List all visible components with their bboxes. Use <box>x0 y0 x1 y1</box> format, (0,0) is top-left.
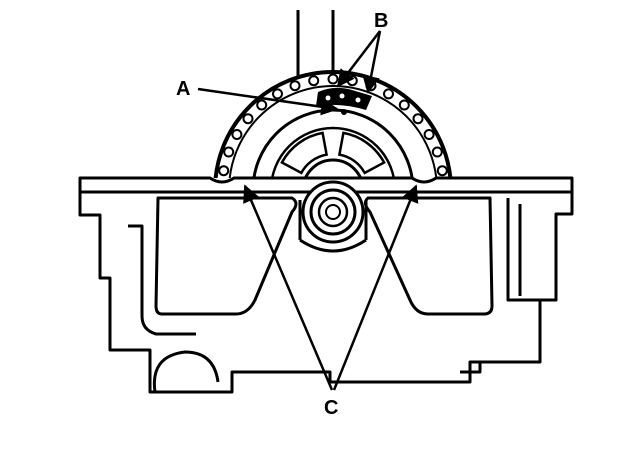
chain-roller <box>272 88 283 100</box>
chain-roller <box>438 205 447 214</box>
chain-roller <box>431 146 443 158</box>
painted-link-highlight <box>355 97 361 103</box>
chain-roller <box>219 205 228 214</box>
sprocket-punch-mark <box>341 109 347 115</box>
camshaft-bolt <box>301 180 365 244</box>
spoke-window <box>337 131 386 175</box>
chain-roller <box>414 257 423 266</box>
chain-roller <box>232 241 241 250</box>
chain-roller <box>412 113 424 125</box>
chain-roller <box>433 224 442 233</box>
chain-roller <box>289 80 301 92</box>
chain-roller <box>327 73 339 85</box>
chain-roller <box>231 129 243 140</box>
head-top-deck <box>78 176 574 194</box>
painted-link-highlight <box>339 93 345 99</box>
leader-b-right <box>362 30 382 94</box>
leader-a <box>197 87 339 116</box>
chain-roller <box>224 224 233 233</box>
painted-link-highlight <box>325 95 331 101</box>
chain-rollers <box>218 73 448 306</box>
chain-roller <box>348 295 357 304</box>
sprocket-web-ring <box>270 126 396 178</box>
lower-left-pocket <box>128 224 196 336</box>
chain-roller <box>256 99 268 111</box>
chain-roller <box>242 113 254 125</box>
sprocket-chain-pitch <box>228 85 438 178</box>
chain-roller <box>223 146 235 158</box>
chain-roller <box>383 88 394 100</box>
chain-roller <box>309 295 318 304</box>
head-outline <box>78 192 574 394</box>
right-wall <box>506 198 540 302</box>
callout-a: A <box>176 78 190 100</box>
chain-roller <box>273 282 282 291</box>
right-cavity <box>363 196 494 316</box>
chain-roller <box>244 257 253 266</box>
sprocket-spoke-windows <box>280 131 386 175</box>
callout-b: B <box>374 10 388 32</box>
chain-roller <box>218 165 230 177</box>
callout-leaders <box>197 30 419 391</box>
leader-b-left <box>336 30 381 88</box>
spoke-window <box>280 131 329 175</box>
cylinder-head <box>78 176 574 394</box>
chain-roller <box>384 282 393 291</box>
sprocket-outer-rim <box>213 70 453 178</box>
chain-roller <box>423 129 435 140</box>
leader-c-right <box>332 184 419 391</box>
chain-roller <box>436 165 448 177</box>
chain-roller <box>346 75 358 87</box>
sprocket-hub <box>303 158 363 178</box>
callout-c: C <box>324 397 338 419</box>
lower-boss <box>152 350 220 393</box>
left-cavity <box>154 196 298 316</box>
chain-roller <box>308 75 320 87</box>
chain-roller <box>329 297 338 306</box>
leader-c-left <box>243 184 334 391</box>
chain-roller <box>398 99 410 111</box>
chain-roller <box>425 241 434 250</box>
